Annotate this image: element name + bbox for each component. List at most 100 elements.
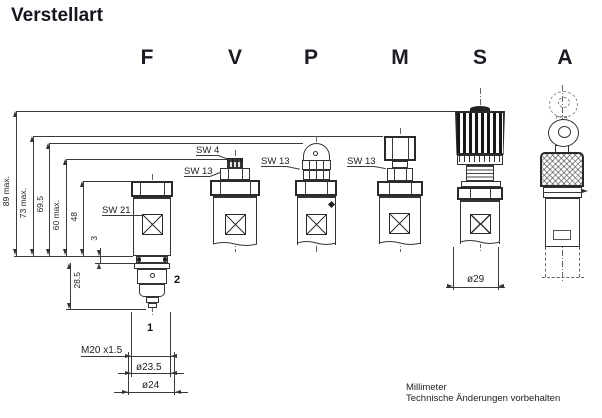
label-sw13-m: SW 13 — [347, 156, 376, 167]
valve-s-collar — [461, 181, 501, 187]
page-title: Verstellart — [11, 5, 103, 26]
valve-a-hidden-edge — [545, 247, 547, 277]
valve-p-hex-face — [305, 181, 306, 195]
arrow — [171, 371, 177, 375]
valve-v-body — [213, 196, 257, 244]
valve-p-nut2-face — [309, 171, 310, 179]
valve-v-hex2-face — [220, 181, 221, 195]
valve-s-hex — [457, 187, 503, 200]
arrow — [175, 390, 181, 394]
sw13p-leader — [286, 166, 300, 170]
valve-m-break — [379, 241, 421, 245]
valve-v-hex2 — [210, 180, 260, 196]
valve-a-key-ghost — [549, 91, 578, 118]
dia24-dim-line — [114, 392, 188, 393]
arrow — [46, 249, 50, 255]
part-number-1: 1 — [147, 322, 154, 334]
arrow — [67, 263, 71, 269]
valve-s-tip — [470, 106, 490, 112]
valve-a-body — [545, 198, 580, 247]
column-header-m: M — [391, 46, 409, 69]
dia29-dim-line — [446, 287, 505, 288]
valve-v-hex2-face — [250, 181, 251, 195]
label-sw21: SW 21 — [102, 205, 131, 216]
valve-f-seal — [163, 257, 167, 262]
valve-f-hex — [131, 181, 173, 197]
arrow — [80, 181, 84, 187]
ext-line — [131, 312, 132, 377]
valve-m-knob-face — [408, 137, 409, 160]
valve-p-hex-face — [327, 181, 328, 195]
valve-f-collar — [136, 256, 168, 263]
valve-a-hidden-edge — [579, 247, 581, 277]
arrow — [498, 284, 504, 288]
arrow — [30, 136, 34, 142]
valve-m-nut — [387, 168, 413, 181]
valve-a-bottom-line — [542, 277, 584, 279]
ext-line-base2 — [95, 263, 137, 264]
label-sw13-p: SW 13 — [261, 156, 290, 167]
arrow — [125, 354, 131, 358]
valve-s-hex-face — [470, 188, 471, 199]
valve-m-symbol — [389, 213, 410, 234]
arrow — [171, 354, 177, 358]
ext-line-60 — [66, 159, 227, 160]
arrow — [97, 263, 101, 269]
sw13v-underline — [184, 176, 210, 177]
dim-line-60 — [66, 159, 67, 256]
valve-a-lock-cap — [540, 152, 584, 187]
arrow — [447, 284, 453, 288]
dia235-dim-line — [118, 373, 184, 374]
arrow — [13, 249, 17, 255]
ext-line — [498, 247, 499, 290]
arrow — [30, 249, 34, 255]
sw13m-leader — [373, 166, 386, 170]
sw13p-underline — [261, 166, 287, 167]
arrow — [46, 143, 50, 149]
valve-m-hex-face — [389, 182, 390, 195]
valve-p-break — [297, 241, 336, 245]
valve-m-nut-face — [406, 169, 407, 180]
ext-line-28-5-bottom — [66, 309, 146, 310]
column-header-a: A — [557, 46, 573, 69]
column-header-f: F — [140, 46, 154, 69]
valve-p-nut1-face — [309, 161, 310, 169]
ext-line — [453, 247, 454, 290]
valve-f-hole — [150, 273, 155, 278]
valve-f-taper — [139, 284, 165, 297]
valve-f-seal — [137, 257, 141, 262]
valve-m-nut-face — [394, 169, 395, 180]
arrow — [13, 111, 17, 117]
valve-v-knob-cap — [227, 158, 243, 162]
valve-p-nut2-face — [323, 171, 324, 179]
column-header-s: S — [472, 46, 487, 69]
valve-a-key-ghost-hole — [558, 97, 570, 108]
dim-line-48 — [83, 181, 84, 256]
valve-p-nut1-face — [316, 161, 317, 169]
arrow — [125, 371, 131, 375]
column-header-p: P — [303, 46, 318, 69]
valve-a-ring-line — [543, 192, 582, 193]
valve-a-slot — [553, 230, 571, 240]
valve-a-key-hole — [558, 126, 571, 138]
valve-f-body — [133, 197, 171, 256]
dim-line-73 — [33, 136, 34, 256]
arrow — [122, 390, 128, 394]
valve-f-symbol — [142, 214, 163, 235]
valve-p-nut1-face — [323, 161, 324, 169]
ext-line-69-5 — [49, 143, 303, 144]
valve-f-nub — [146, 297, 159, 303]
arrow — [63, 249, 67, 255]
part-number-2: 2 — [174, 274, 181, 286]
valve-m-neck — [392, 161, 408, 168]
dim-label-dia29: ø29 — [467, 274, 485, 285]
valve-f-nub2 — [148, 303, 157, 308]
valve-p-symbol — [306, 214, 327, 235]
valve-m-knob-face — [392, 137, 393, 160]
footer-units: Millimeter — [406, 382, 447, 393]
dim-label-m20: M20 x1.5 — [81, 345, 123, 356]
ext-line-73 — [33, 136, 383, 137]
sw13m-underline — [347, 166, 374, 167]
